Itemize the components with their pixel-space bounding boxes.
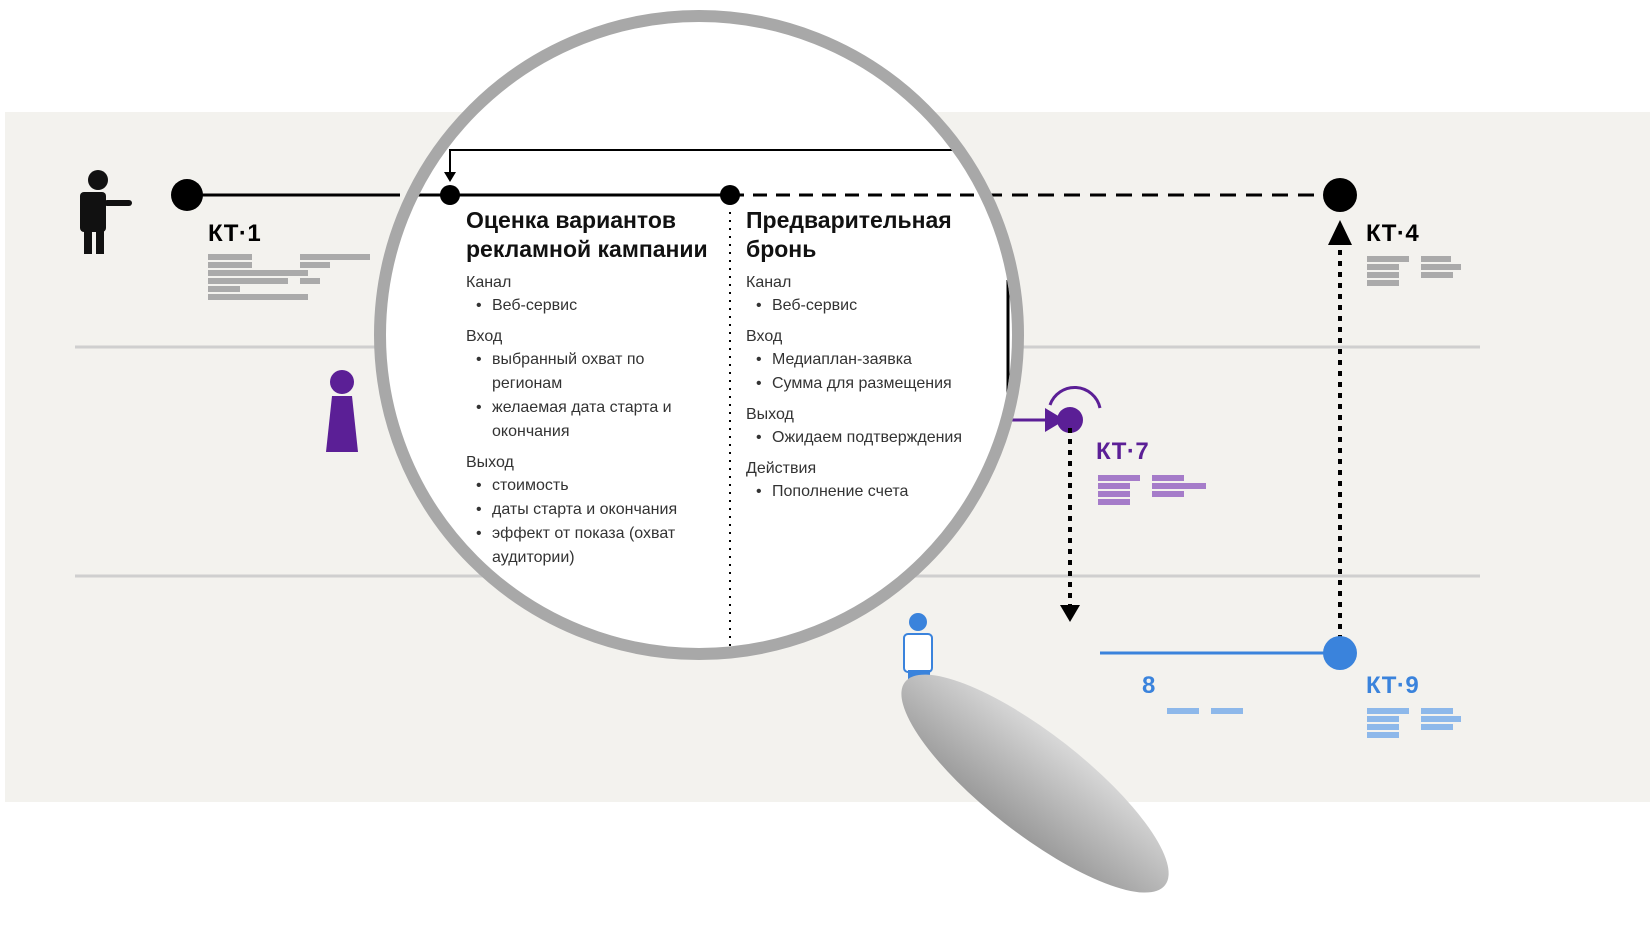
- kt9-label: КТ·9: [1366, 672, 1420, 699]
- step-card: Предварительная бронь Канал Веб-сервис В…: [746, 206, 1012, 504]
- arrow-up-icon: [1328, 220, 1352, 245]
- kt7-node: [1057, 407, 1083, 433]
- lens-lines: [386, 149, 1010, 648]
- person-icon: [80, 170, 132, 254]
- step-card: Оценка вариантов рекламной кампании Кана…: [466, 206, 736, 570]
- step-section: Выход стоимостьдаты старта и окончанияэф…: [466, 452, 736, 570]
- step-title: Предварительная бронь: [746, 207, 952, 262]
- arrow-down-icon: [444, 172, 456, 182]
- magnifier-lens: Оценка вариантов рекламной кампании Кана…: [374, 10, 1024, 660]
- step-section: Канал Веб-сервис: [466, 272, 736, 318]
- kt1-placeholder: [208, 254, 370, 300]
- kt7-placeholder: [1098, 475, 1206, 505]
- kt1-node: [171, 179, 203, 211]
- step-node: [720, 185, 740, 205]
- step-node: [440, 185, 460, 205]
- arrow-down-icon: [1060, 605, 1080, 622]
- kt8-placeholder: [1167, 708, 1243, 714]
- step-section: Вход выбранный охват по регионамжелаемая…: [466, 326, 736, 444]
- kt4-node: [1323, 178, 1357, 212]
- step-section: Канал Веб-сервис: [746, 272, 1012, 318]
- kt9-placeholder: [1367, 708, 1461, 738]
- step-section: Вход Медиаплан-заявкаСумма для размещени…: [746, 326, 1012, 396]
- kt1-label: КТ·1: [208, 220, 262, 247]
- step-section: Действия Пополнение счета: [746, 458, 1012, 504]
- kt8-label: 8: [1142, 672, 1156, 699]
- step-title: Оценка вариантов рекламной кампании: [466, 207, 708, 262]
- arrow-right-icon: [1045, 408, 1065, 432]
- kt4-label: КТ·4: [1366, 220, 1420, 247]
- kt7-arc: [1048, 386, 1102, 409]
- kt7-label: КТ·7: [1096, 438, 1150, 465]
- kt4-placeholder: [1367, 256, 1461, 286]
- kt9-node: [1323, 636, 1357, 670]
- step-section: Выход Ожидаем подтверждения: [746, 404, 1012, 450]
- person-icon: [326, 370, 358, 452]
